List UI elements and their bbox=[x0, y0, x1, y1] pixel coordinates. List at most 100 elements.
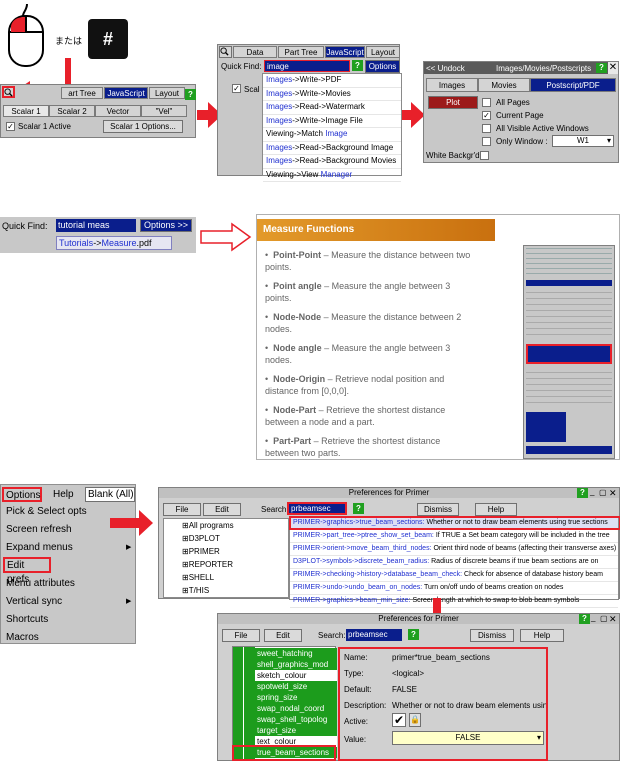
menu-options[interactable]: Options bbox=[2, 487, 42, 502]
help-icon[interactable]: ? bbox=[579, 614, 590, 624]
close-icon[interactable]: ✕ bbox=[609, 614, 617, 624]
result-item[interactable]: Viewing->Match Image bbox=[263, 128, 401, 142]
current-page-checkbox[interactable]: ✓ bbox=[482, 111, 491, 120]
result-item[interactable]: Images->Write->Movies bbox=[263, 88, 401, 101]
value-select[interactable]: FALSE▾ bbox=[392, 731, 544, 745]
scalar-options-button[interactable]: Scalar 1 Options... bbox=[103, 120, 183, 133]
restore-icon[interactable]: ▢ bbox=[599, 488, 607, 497]
pref-item[interactable]: spotweld_size bbox=[255, 681, 337, 692]
tab-layout[interactable]: Layout bbox=[149, 87, 185, 99]
quick-find-input[interactable]: image bbox=[264, 60, 350, 72]
plot-button[interactable]: Plot bbox=[428, 96, 478, 109]
all-visible-checkbox[interactable] bbox=[482, 124, 491, 133]
menu-item-edit-prefs[interactable]: Edit prefs bbox=[3, 557, 51, 585]
tab-vel[interactable]: "Vel" bbox=[141, 105, 187, 117]
tree-item[interactable]: ⊞All programs bbox=[182, 521, 234, 530]
result-item[interactable]: Images->Read->Watermark bbox=[263, 101, 401, 115]
help-icon[interactable]: ? bbox=[353, 503, 364, 514]
result-row[interactable]: PRIMER->undo->undo_beam_on_nodes: Turn o… bbox=[290, 582, 618, 595]
pref-item[interactable]: text_colour bbox=[255, 736, 337, 747]
menu-item[interactable]: Vertical sync bbox=[6, 596, 63, 607]
pref-item[interactable]: sweet_hatching bbox=[255, 648, 337, 659]
file-menu[interactable]: File bbox=[222, 629, 260, 642]
tree-item[interactable]: ⊞D3PLOT bbox=[182, 534, 220, 543]
tree-item[interactable]: ⊞REPORTER bbox=[182, 560, 234, 569]
search-input[interactable]: prbeamsec bbox=[346, 629, 402, 641]
menu-item[interactable]: Pick & Select opts bbox=[6, 506, 87, 517]
dismiss-button[interactable]: Dismiss bbox=[470, 629, 514, 642]
result-row[interactable]: PRIMER->checking->history->database_beam… bbox=[290, 569, 618, 582]
pref-item[interactable]: swap_shell_topolog bbox=[255, 714, 337, 725]
help-icon[interactable]: ? bbox=[408, 629, 419, 640]
tree-item[interactable]: ⊞T/HIS bbox=[182, 586, 210, 595]
pref-item-selected[interactable]: true_beam_sections bbox=[255, 747, 337, 758]
result-item[interactable]: Tutorials->Measure.pdf bbox=[56, 236, 172, 250]
menu-item[interactable]: Expand menus bbox=[6, 542, 73, 553]
tab-part-tree[interactable]: art Tree bbox=[61, 87, 103, 99]
pref-item[interactable]: swap_nodal_coord bbox=[255, 703, 337, 714]
restore-icon[interactable]: ▢ bbox=[600, 614, 608, 623]
edit-menu[interactable]: Edit bbox=[264, 629, 302, 642]
undock-button[interactable]: << Undock bbox=[426, 64, 465, 73]
result-row[interactable]: PRIMER->part_tree->ptree_show_set_beam: … bbox=[290, 530, 618, 543]
pref-item[interactable]: sketch_colour bbox=[255, 670, 337, 681]
search-icon[interactable] bbox=[2, 86, 15, 98]
help-icon[interactable]: ? bbox=[352, 60, 363, 71]
menu-help[interactable]: Help bbox=[53, 489, 74, 500]
result-item[interactable]: Images->Write->PDF bbox=[263, 74, 401, 88]
close-icon[interactable]: ✕ bbox=[609, 488, 617, 498]
quick-find-input[interactable]: tutorial meas bbox=[56, 219, 136, 232]
minimize-icon[interactable]: _ bbox=[590, 487, 595, 496]
tab-data[interactable]: Data bbox=[233, 46, 277, 58]
options-button[interactable]: Options >> bbox=[140, 219, 192, 232]
window-select[interactable]: W1▾ bbox=[552, 135, 614, 147]
menu-item[interactable]: Menu attributes bbox=[6, 578, 75, 589]
pref-item[interactable]: target_size bbox=[255, 725, 337, 736]
close-icon[interactable]: ✕ bbox=[608, 62, 618, 74]
pref-item[interactable]: spring_size bbox=[255, 692, 337, 703]
help-icon[interactable]: ? bbox=[577, 488, 588, 498]
help-button[interactable]: Help bbox=[520, 629, 564, 642]
search-icon[interactable] bbox=[219, 46, 232, 58]
menu-blank-all[interactable]: Blank (All) bbox=[85, 487, 135, 502]
result-item[interactable]: Images->Read->Background Movies bbox=[263, 155, 401, 169]
file-menu[interactable]: File bbox=[163, 503, 201, 516]
menu-item[interactable]: Screen refresh bbox=[6, 524, 72, 535]
help-button[interactable]: Help bbox=[475, 503, 517, 516]
pref-item[interactable]: shell_graphics_mod bbox=[255, 659, 337, 670]
tab-javascript[interactable]: JavaScript bbox=[325, 46, 365, 58]
menu-item[interactable]: Shortcuts bbox=[6, 614, 49, 625]
tree-item[interactable]: ⊞SHELL bbox=[182, 573, 215, 582]
tab-postscript-pdf[interactable]: Postscript/PDF bbox=[530, 78, 616, 92]
scalar-active-checkbox[interactable]: ✓ bbox=[6, 122, 15, 131]
tab-part-tree[interactable]: Part Tree bbox=[278, 46, 324, 58]
scalar-checkbox[interactable]: ✓ bbox=[232, 84, 241, 93]
help-icon[interactable]: ? bbox=[185, 89, 196, 100]
tab-javascript[interactable]: JavaScript bbox=[104, 87, 148, 99]
all-pages-checkbox[interactable] bbox=[482, 98, 491, 107]
hash-key[interactable]: # bbox=[88, 19, 128, 59]
result-row[interactable]: PRIMER->orient->move_beam_third_nodes: O… bbox=[290, 543, 618, 556]
only-window-checkbox[interactable] bbox=[482, 137, 491, 146]
active-checkbox[interactable]: ✔ bbox=[392, 713, 406, 727]
result-item[interactable]: Images->Read->Background Image bbox=[263, 142, 401, 155]
tab-movies[interactable]: Movies bbox=[478, 78, 530, 92]
tab-vector[interactable]: Vector bbox=[95, 105, 141, 117]
edit-menu[interactable]: Edit bbox=[203, 503, 241, 516]
tree-item[interactable]: ⊞PRIMER bbox=[182, 547, 220, 556]
result-item[interactable]: Viewing->View Manager bbox=[263, 169, 401, 182]
tab-scalar-1[interactable]: Scalar 1 bbox=[3, 105, 49, 117]
lock-icon[interactable]: 🔒 bbox=[409, 713, 421, 727]
tab-images[interactable]: Images bbox=[426, 78, 478, 92]
result-row[interactable]: PRIMER->graphics->beam_min_size: Screen … bbox=[290, 595, 618, 608]
help-icon[interactable]: ? bbox=[596, 63, 607, 73]
search-input[interactable]: prbeamsec bbox=[287, 502, 347, 515]
tab-scalar-2[interactable]: Scalar 2 bbox=[49, 105, 95, 117]
white-background-checkbox[interactable] bbox=[480, 151, 489, 160]
result-item[interactable]: Images->Write->Image File bbox=[263, 115, 401, 128]
tab-layout[interactable]: Layout bbox=[366, 46, 400, 58]
menu-item[interactable]: Macros bbox=[6, 632, 39, 643]
minimize-icon[interactable]: _ bbox=[591, 613, 596, 622]
options-button[interactable]: Options > bbox=[365, 60, 400, 82]
dismiss-button[interactable]: Dismiss bbox=[417, 503, 459, 516]
